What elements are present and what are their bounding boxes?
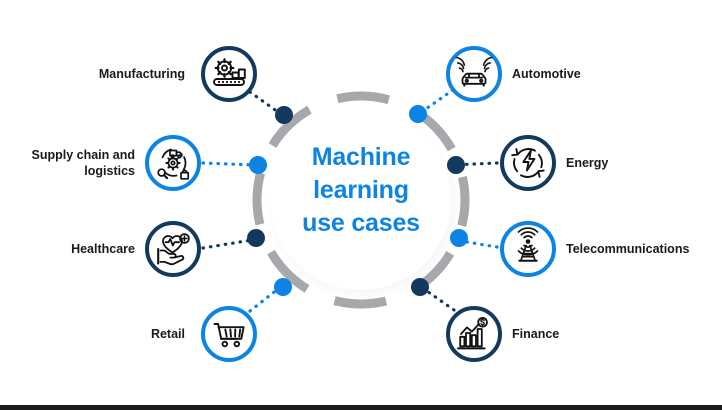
label-finance: Finance	[512, 327, 560, 341]
node-ring-healthcare	[145, 221, 201, 277]
label-energy: Energy	[566, 156, 609, 170]
label-healthcare: Healthcare	[71, 242, 135, 256]
connector-lines	[201, 88, 499, 313]
center-disc	[271, 110, 451, 290]
ring-dots	[247, 105, 468, 296]
bottom-divider	[0, 405, 722, 410]
factory-gear-conveyor-icon	[213, 58, 246, 86]
label-automotive: Automotive	[512, 67, 581, 81]
label-telecommunications: Telecommunications	[566, 242, 690, 256]
connector-automotive	[421, 88, 455, 113]
ring-dot-telecommunications	[450, 229, 468, 247]
label-retail: Retail	[150, 327, 185, 341]
ring-dot-retail	[274, 278, 292, 296]
node-telecommunications[interactable]	[500, 221, 556, 277]
connector-retail	[248, 287, 280, 313]
connector-supply-chain	[201, 161, 256, 167]
node-ring-finance	[446, 306, 502, 362]
ring-dot-finance	[411, 278, 429, 296]
connector-manufacturing	[248, 90, 280, 114]
node-healthcare[interactable]	[145, 221, 201, 277]
node-ring-telecommunications	[500, 221, 556, 277]
connected-car-icon	[455, 56, 493, 87]
dashed-ring	[252, 91, 470, 309]
ring-dot-energy	[447, 156, 465, 174]
center-title: Machine learning use cases	[302, 143, 420, 237]
radio-tower-icon	[517, 227, 539, 262]
node-ring-retail	[201, 306, 257, 362]
supply-chain-cycle-icon	[157, 148, 190, 180]
energy-bolt-cycle-icon	[511, 148, 545, 178]
node-finance[interactable]	[446, 306, 502, 362]
label-manufacturing: Manufacturing	[98, 67, 185, 81]
node-energy[interactable]	[500, 135, 556, 191]
connector-telecommunications	[453, 238, 499, 249]
node-manufacturing[interactable]	[201, 46, 257, 102]
ring-dot-automotive	[409, 105, 427, 123]
node-automotive[interactable]	[446, 46, 502, 102]
connector-finance	[422, 287, 456, 312]
shopping-cart-icon	[213, 323, 245, 348]
hand-heart-pulse-icon	[157, 233, 190, 266]
node-retail[interactable]	[201, 306, 257, 362]
ring-dot-supply-chain	[249, 156, 267, 174]
node-supply-chain[interactable]	[145, 135, 201, 191]
connector-healthcare	[201, 238, 254, 250]
ring-dot-manufacturing	[275, 106, 293, 124]
bar-chart-dollar-icon	[457, 316, 488, 350]
ring-dot-healthcare	[247, 229, 265, 247]
label-supply-chain: Supply chain and logistics	[31, 148, 136, 178]
